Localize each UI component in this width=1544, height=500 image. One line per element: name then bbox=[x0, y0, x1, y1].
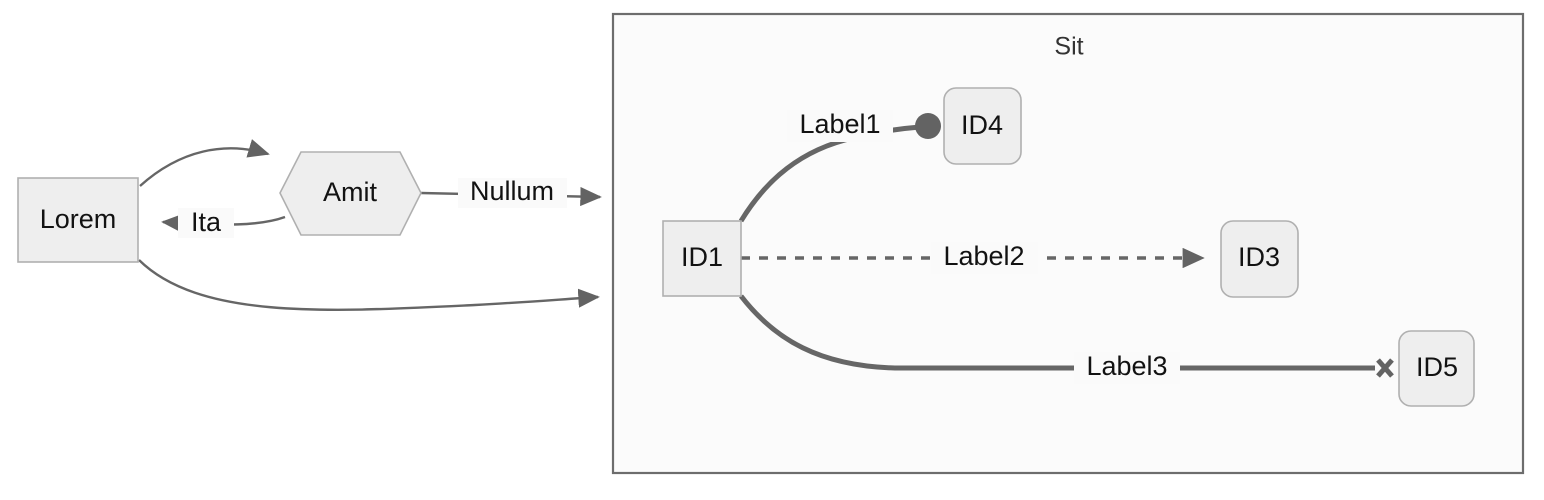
edge-amit-to-id1[interactable]: Nullum bbox=[420, 176, 602, 208]
edge-id1-to-id5-path bbox=[739, 294, 1375, 371]
node-id3[interactable]: ID3 bbox=[1220, 220, 1299, 298]
edge-label-label1-bg bbox=[787, 110, 893, 142]
edge-id1-to-id4-circle-marker bbox=[915, 113, 941, 139]
edge-label-label1: Label1 bbox=[799, 109, 880, 139]
edge-label-label3: Label3 bbox=[1086, 351, 1167, 381]
edge-label-nullum: Nullum bbox=[470, 176, 554, 206]
edge-lorem-to-id1-path bbox=[138, 259, 600, 311]
node-lorem-shape bbox=[17, 177, 139, 263]
node-amit[interactable]: Amit bbox=[279, 151, 422, 236]
edge-id1-to-id4[interactable]: Label1 bbox=[738, 109, 941, 223]
edge-id1-to-id3[interactable]: Label2 bbox=[741, 241, 1205, 274]
node-lorem[interactable]: Lorem bbox=[17, 177, 139, 263]
edge-lorem-to-amit-path bbox=[139, 139, 270, 187]
node-id5[interactable]: ID5 bbox=[1398, 330, 1475, 407]
node-id4[interactable]: ID4 bbox=[943, 87, 1022, 165]
edge-label-nullum-bg bbox=[458, 178, 567, 208]
node-id3-label: ID3 bbox=[1238, 242, 1280, 272]
edge-label-ita: Ita bbox=[191, 207, 222, 237]
edge-lorem-to-amit[interactable] bbox=[139, 139, 270, 187]
node-id4-label: ID4 bbox=[961, 110, 1003, 140]
subgraph-sit-border bbox=[611, 12, 1525, 475]
subgraph-sit[interactable]: Sit bbox=[611, 12, 1525, 475]
edge-label-ita-bg bbox=[178, 208, 234, 238]
edge-label-label2-bg bbox=[931, 242, 1038, 274]
subgraph-sit-title: Sit bbox=[1054, 33, 1083, 61]
edge-lorem-to-id1[interactable] bbox=[138, 259, 600, 311]
node-id1-label: ID1 bbox=[681, 242, 723, 272]
edge-amit-to-lorem[interactable]: Ita bbox=[161, 207, 286, 238]
node-id5-shape bbox=[1398, 330, 1475, 407]
node-id1[interactable]: ID1 bbox=[662, 220, 742, 297]
edge-id1-to-id4-path bbox=[738, 124, 921, 223]
node-amit-label: Amit bbox=[323, 177, 377, 207]
edge-label-label3-bg bbox=[1074, 352, 1180, 384]
node-id1-shape bbox=[662, 220, 742, 297]
edge-id1-to-id5[interactable]: Label3 bbox=[739, 294, 1394, 384]
edge-id1-to-id5-cross-marker bbox=[1376, 358, 1394, 378]
node-id4-shape bbox=[943, 87, 1022, 165]
node-lorem-label: Lorem bbox=[40, 204, 117, 234]
node-id3-shape bbox=[1220, 220, 1299, 298]
node-amit-shape bbox=[279, 151, 422, 236]
edge-label-label2: Label2 bbox=[943, 241, 1024, 271]
node-id5-label: ID5 bbox=[1416, 352, 1458, 382]
